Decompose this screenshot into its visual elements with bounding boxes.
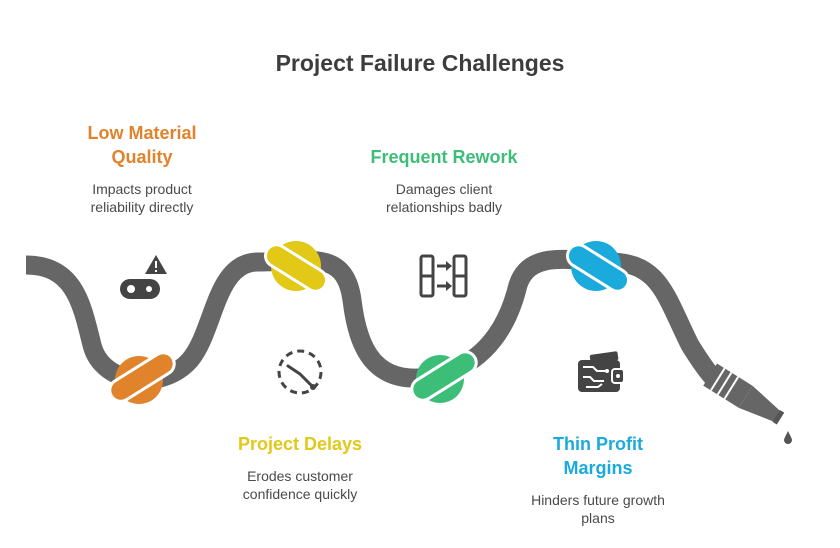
item-2-desc-line1: Erodes customer [247, 468, 353, 484]
item-4-heading: Thin Profit Margins [518, 432, 678, 480]
item-2-desc-line2: confidence quickly [242, 486, 358, 502]
item-1-heading: Low Material Quality [62, 121, 222, 169]
part-hole-right [146, 286, 152, 292]
knot-yellow-band [263, 243, 329, 293]
item-2-heading-line1: Project Delays [237, 434, 363, 454]
nozzle-end [772, 409, 785, 425]
broken-part-body [120, 279, 160, 299]
pipe-nozzle [703, 363, 785, 425]
item-3-heading-line1: Frequent Rework [370, 147, 518, 167]
wallet-circuit-icon [578, 351, 625, 392]
broken-part-warning-icon [120, 255, 167, 299]
item-4-desc-line2: plans [581, 510, 615, 526]
clock-dashed-ring [277, 349, 323, 395]
item-4-desc-line1: Hinders future growth [531, 492, 665, 508]
circuit-line-2 [583, 376, 604, 382]
item-1-heading-line2: Quality [111, 147, 173, 167]
knot-blue-band [565, 243, 631, 293]
wallet-clasp-dot [616, 374, 620, 378]
nozzle-ridge-2 [716, 372, 733, 396]
arrow-top-head [446, 261, 452, 271]
item-3-heading: Frequent Rework [344, 145, 544, 169]
clock-hands [286, 364, 314, 388]
item-1-desc-line2: reliability directly [90, 199, 194, 215]
item-4-heading-line1: Thin Profit [553, 434, 643, 454]
item-3-desc-line2: relationships badly [386, 199, 502, 215]
clock-end-dot [310, 384, 316, 390]
page-title: Project Failure Challenges [275, 50, 565, 76]
item-2-description: Erodes customer confidence quickly [200, 467, 400, 503]
item-2-heading: Project Delays [200, 432, 400, 456]
item-1-heading-line1: Low Material [87, 123, 197, 143]
nozzle-ridge-1 [710, 367, 726, 391]
knot-orange [108, 351, 176, 404]
knot-green [410, 350, 478, 403]
dashed-clock-icon [277, 349, 323, 395]
warning-dot [155, 270, 157, 272]
circuit-line-3 [586, 383, 603, 388]
item-3-description: Damages client relationships badly [344, 180, 544, 216]
knot-orange-band [108, 351, 176, 403]
part-hole-left [127, 285, 135, 293]
circuit-line-1 [583, 366, 605, 372]
warning-bar [155, 261, 157, 268]
drip-icon [784, 431, 792, 444]
knot-blue [565, 241, 631, 293]
knot-yellow [263, 241, 329, 293]
item-1-desc-line1: Impacts product [92, 181, 192, 197]
knot-green-band [410, 350, 478, 402]
item-4-heading-line2: Margins [563, 458, 633, 478]
nozzle-ridge-3 [723, 376, 740, 400]
transfer-columns-icon [419, 254, 468, 298]
item-1-description: Impacts product reliability directly [62, 180, 222, 216]
nozzle-body [703, 363, 753, 408]
nozzle-tip [738, 385, 782, 423]
arrow-bottom-head [446, 281, 452, 291]
item-4-description: Hinders future growth plans [508, 491, 688, 527]
circuit-node [605, 369, 609, 373]
item-3-desc-line1: Damages client [395, 181, 493, 197]
